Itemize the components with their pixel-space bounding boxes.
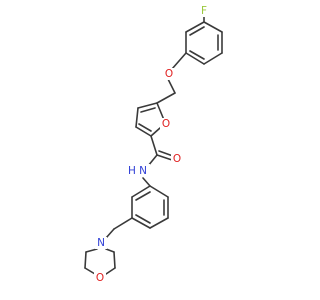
atom-ether-oxygen: O (163, 68, 175, 80)
atom-fluorine: F (198, 5, 210, 17)
atom-label-n-morpholine: N (97, 237, 105, 249)
atom-label-f: F (201, 5, 207, 17)
atom-label-o-furan: O (162, 118, 170, 130)
atom-amide-nh: H N (128, 164, 150, 177)
atom-label-o-ether: O (165, 68, 173, 80)
atom-label-n-amide: N (139, 165, 147, 177)
atom-furan-oxygen: O (160, 118, 172, 130)
atom-morpholine-oxygen: O (94, 272, 106, 284)
molecule-structure-diagram: F O O O H N N O (84, 5, 223, 284)
atom-label-o-morpholine: O (96, 272, 104, 284)
atom-labels: F O O O H N N O (94, 5, 210, 284)
atom-label-o-carbonyl: O (173, 153, 181, 165)
atom-label-h-amide: H (128, 165, 136, 177)
atom-carbonyl-oxygen: O (171, 153, 183, 165)
bond-lines (84, 16, 223, 275)
atom-morpholine-nitrogen: N (95, 237, 107, 249)
